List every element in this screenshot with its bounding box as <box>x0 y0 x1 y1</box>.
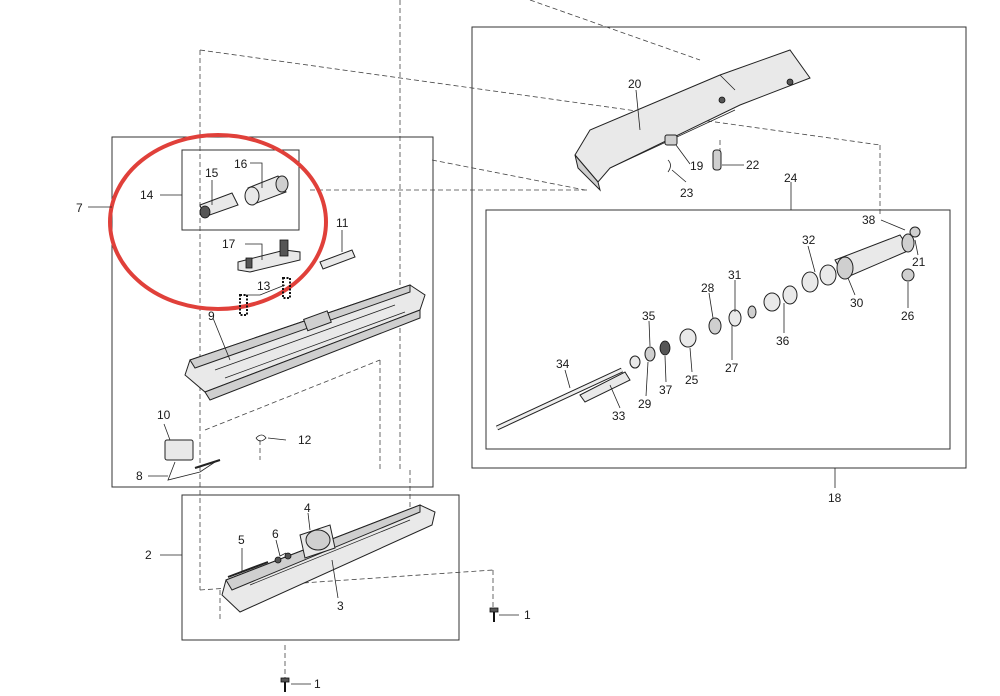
label-35: 35 <box>642 309 656 323</box>
screw-parts <box>280 607 499 692</box>
small-fasteners <box>664 134 722 173</box>
label-1b: 1 <box>314 677 321 691</box>
label-3: 3 <box>337 599 344 613</box>
label-10: 10 <box>157 408 171 422</box>
label-18: 18 <box>828 491 842 505</box>
lower-frame-part <box>221 504 436 613</box>
label-15: 15 <box>205 166 219 180</box>
assembly-7-frame <box>111 136 434 488</box>
sensor-lever-parts <box>164 434 267 481</box>
assembly-18-frame <box>471 26 967 469</box>
guide-plate-part <box>184 284 426 401</box>
label-16: 16 <box>234 157 248 171</box>
label-30: 30 <box>850 296 864 310</box>
label-22: 22 <box>746 158 760 172</box>
label-28: 28 <box>701 281 715 295</box>
label-6: 6 <box>272 527 279 541</box>
label-7: 7 <box>76 201 83 215</box>
label-17: 17 <box>222 237 236 251</box>
callout-labels: 7 14 15 16 17 11 13 9 10 12 8 2 4 5 6 3 … <box>76 77 926 691</box>
label-33: 33 <box>612 409 626 423</box>
label-34: 34 <box>556 357 570 371</box>
label-37: 37 <box>659 383 673 397</box>
label-4: 4 <box>304 501 311 515</box>
assembly-2-frame <box>181 494 460 641</box>
label-2: 2 <box>145 548 152 562</box>
label-32: 32 <box>802 233 816 247</box>
label-11: 11 <box>336 216 349 230</box>
leader-lines <box>88 89 919 685</box>
label-20: 20 <box>628 77 642 91</box>
bushing-parts <box>199 175 289 219</box>
label-31: 31 <box>728 268 742 282</box>
label-14: 14 <box>140 188 154 202</box>
assembly-24-frame <box>485 209 951 450</box>
label-36: 36 <box>776 334 790 348</box>
sub-assembly-14-frame <box>181 149 300 231</box>
label-8: 8 <box>136 469 143 483</box>
label-25: 25 <box>685 373 699 387</box>
label-1a: 1 <box>524 608 531 622</box>
spring-parts <box>239 277 291 316</box>
label-38: 38 <box>862 213 876 227</box>
label-19: 19 <box>690 159 704 173</box>
label-12: 12 <box>298 433 312 447</box>
label-29: 29 <box>638 397 652 411</box>
film-part <box>319 249 356 270</box>
label-26: 26 <box>901 309 915 323</box>
label-5: 5 <box>238 533 245 547</box>
highlight-circle <box>108 133 328 311</box>
label-27: 27 <box>725 361 739 375</box>
roller-shaft-part <box>495 226 921 431</box>
bracket-part <box>237 239 301 273</box>
label-9: 9 <box>208 309 215 323</box>
label-23: 23 <box>680 186 694 200</box>
label-13: 13 <box>257 279 271 293</box>
label-24: 24 <box>784 171 798 185</box>
label-21: 21 <box>912 255 926 269</box>
